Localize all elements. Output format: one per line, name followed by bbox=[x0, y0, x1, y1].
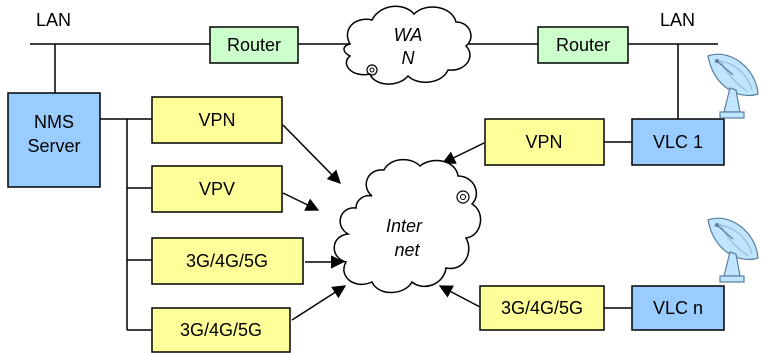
vpv-label: VPV bbox=[199, 179, 235, 199]
satellite-dish-icon bbox=[707, 53, 759, 119]
vpn-right-label: VPN bbox=[525, 132, 562, 152]
vlc-1-node[interactable]: VLC 1 bbox=[631, 118, 725, 166]
router-left-label: Router bbox=[227, 35, 281, 55]
cell-left-2-label: 3G/4G/5G bbox=[180, 320, 262, 340]
router-left-node[interactable]: Router bbox=[209, 26, 299, 64]
cloud-swirl-inner bbox=[369, 67, 375, 73]
router-right-label: Router bbox=[556, 35, 610, 55]
cell-right-node[interactable]: 3G/4G/5G bbox=[479, 285, 605, 331]
vpn-left-node[interactable]: VPN bbox=[151, 96, 283, 144]
cell-left-1-label: 3G/4G/5G bbox=[186, 251, 268, 271]
wan-cloud: WA N bbox=[343, 5, 472, 85]
cloud-swirl-icon bbox=[366, 64, 378, 76]
vpv-node[interactable]: VPV bbox=[151, 165, 283, 213]
lan-left-label: LAN bbox=[36, 10, 71, 30]
vpn-right-node[interactable]: VPN bbox=[484, 118, 605, 166]
arrow-cell-right bbox=[438, 285, 481, 308]
cell-left-1-node[interactable]: 3G/4G/5G bbox=[151, 237, 304, 285]
arrow-vpn-right bbox=[441, 142, 485, 164]
lan-right-label: LAN bbox=[660, 10, 695, 30]
nms-label-line1: NMS bbox=[34, 112, 74, 132]
internet-label-line2: net bbox=[394, 240, 420, 260]
arrow-cell-left-2 bbox=[291, 285, 347, 321]
cloud-swirl-inner bbox=[460, 194, 466, 200]
cell-right-label: 3G/4G/5G bbox=[501, 298, 583, 318]
wan-label-line2: N bbox=[402, 48, 416, 68]
internet-cloud: Inter net bbox=[333, 158, 482, 294]
cell-left-2-node[interactable]: 3G/4G/5G bbox=[151, 307, 291, 353]
arrow-vpn-left bbox=[282, 124, 341, 184]
internet-label-line1: Inter bbox=[386, 216, 423, 236]
vpn-left-label: VPN bbox=[198, 110, 235, 130]
satellite-dish-icon bbox=[707, 217, 759, 283]
nms-server-node[interactable]: NMS Server bbox=[7, 92, 101, 188]
arrow-vpv bbox=[282, 192, 320, 211]
wan-label-line1: WA bbox=[394, 25, 423, 45]
cloud-swirl-icon bbox=[456, 190, 470, 204]
router-right-node[interactable]: Router bbox=[537, 26, 629, 64]
connection-lines bbox=[30, 43, 718, 331]
vlc-n-node[interactable]: VLC n bbox=[631, 285, 725, 331]
vlc-1-label: VLC 1 bbox=[653, 132, 703, 152]
nms-label-line2: Server bbox=[27, 136, 80, 156]
vlc-n-label: VLC n bbox=[653, 298, 703, 318]
arrows bbox=[282, 124, 485, 321]
